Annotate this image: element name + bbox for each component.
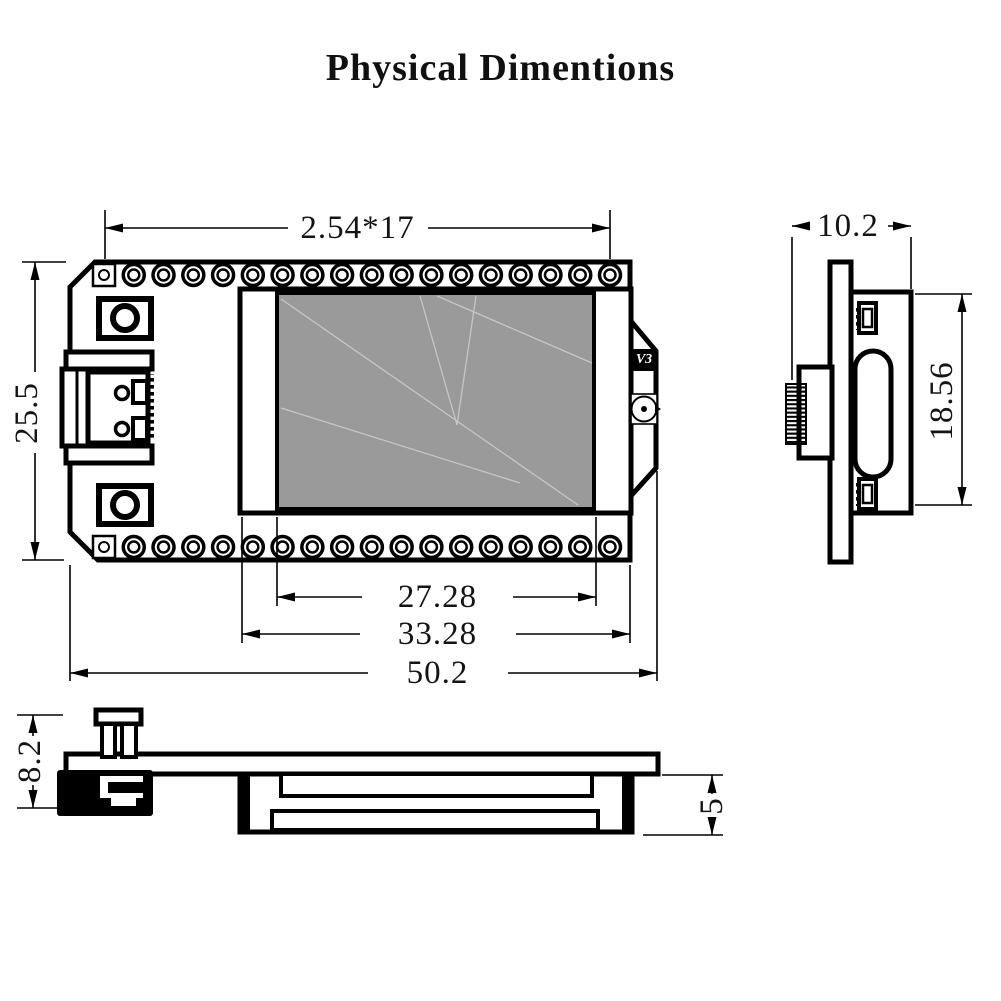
pcb-bottom-profile <box>63 751 661 777</box>
usb-connector-bottom <box>57 770 153 816</box>
rst-button <box>96 483 154 527</box>
display-panel <box>275 291 596 511</box>
dim-display-width: 27.28 <box>397 579 478 615</box>
usb-connector-side <box>785 364 835 461</box>
side-pin-top <box>856 301 878 335</box>
side-view <box>785 259 914 565</box>
side-pin-bottom <box>856 477 878 511</box>
front-view <box>59 259 661 563</box>
dim-bottom-height: 8.2 <box>12 738 48 784</box>
dim-module-depth: 5 <box>694 797 730 815</box>
display-side-profile <box>852 348 894 480</box>
dim-top-pitch: 2.54*17 <box>300 210 415 246</box>
pin-header-profile <box>93 707 144 759</box>
version-badge: V3 <box>635 352 653 367</box>
pin-header-holes <box>91 262 623 560</box>
dim-module-width: 33.28 <box>397 616 478 652</box>
bottom-view <box>57 707 661 835</box>
display-reflection-lines <box>280 295 593 506</box>
usb-connector-front <box>59 349 155 466</box>
dim-side-module-height: 18.56 <box>924 361 960 441</box>
display-module-profile <box>237 771 635 835</box>
prg-button <box>96 296 154 341</box>
version-badge-bg <box>631 349 657 371</box>
dim-side-thickness: 10.2 <box>817 208 879 244</box>
dim-board-height: 25.5 <box>9 382 45 444</box>
dim-board-width: 50.2 <box>406 655 469 691</box>
antenna-connector-icon <box>630 393 661 425</box>
dimension-lines <box>17 210 972 836</box>
drawing-title: Physical Dimentions <box>325 47 676 89</box>
